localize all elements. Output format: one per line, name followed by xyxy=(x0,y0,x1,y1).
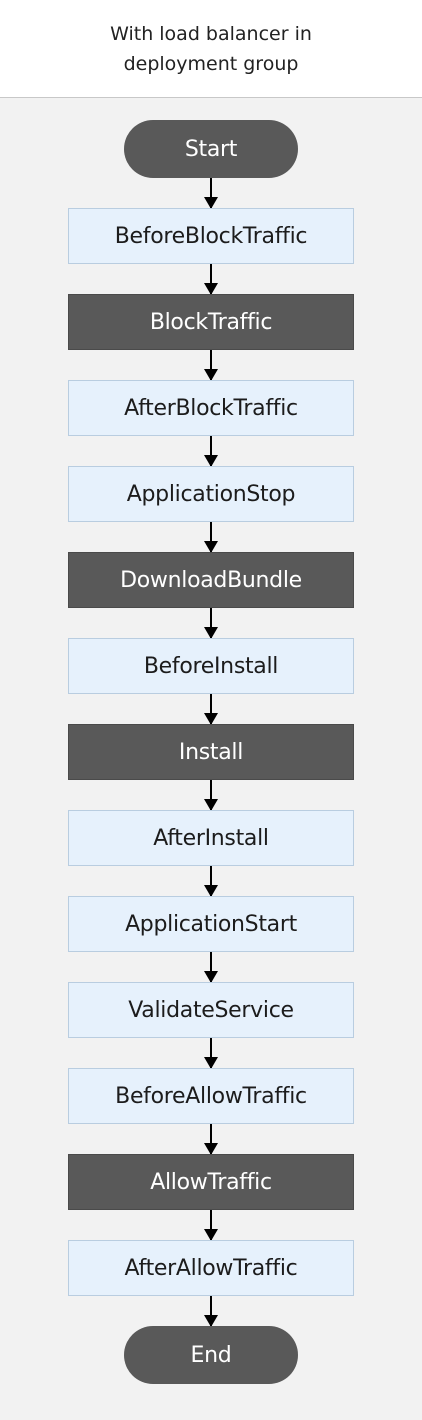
step-application-start: ApplicationStart xyxy=(68,896,354,952)
step-allow-traffic: AllowTraffic xyxy=(68,1154,354,1210)
step-after-allow-traffic: AfterAllowTraffic xyxy=(68,1240,354,1296)
step-application-stop: ApplicationStop xyxy=(68,466,354,522)
step-install: Install xyxy=(68,724,354,780)
flow-arrow xyxy=(204,608,218,639)
flow-arrow xyxy=(204,694,218,725)
flow-arrow xyxy=(204,952,218,983)
step-before-install: BeforeInstall xyxy=(68,638,354,694)
flow-arrow xyxy=(204,178,218,209)
flow-arrow xyxy=(204,1124,218,1155)
end-node: End xyxy=(124,1326,298,1384)
diagram-header: With load balancer in deployment group xyxy=(0,0,422,98)
flow-arrow xyxy=(204,264,218,295)
step-validate-service: ValidateService xyxy=(68,982,354,1038)
flow-arrow xyxy=(204,780,218,811)
flow-arrow xyxy=(204,1296,218,1327)
flow-arrow xyxy=(204,866,218,897)
start-node: Start xyxy=(124,120,298,178)
step-block-traffic: BlockTraffic xyxy=(68,294,354,350)
flow-arrow xyxy=(204,1210,218,1241)
step-download-bundle: DownloadBundle xyxy=(68,552,354,608)
header-line-1: With load balancer in xyxy=(110,22,312,45)
step-after-block-traffic: AfterBlockTraffic xyxy=(68,380,354,436)
header-line-2: deployment group xyxy=(123,52,299,75)
flow-arrow xyxy=(204,436,218,467)
step-after-install: AfterInstall xyxy=(68,810,354,866)
flow-arrow xyxy=(204,522,218,553)
flow-panel: Start BeforeBlockTraffic BlockTraffic Af… xyxy=(0,98,422,1420)
flow-arrow xyxy=(204,1038,218,1069)
step-before-block-traffic: BeforeBlockTraffic xyxy=(68,208,354,264)
step-before-allow-traffic: BeforeAllowTraffic xyxy=(68,1068,354,1124)
flow-arrow xyxy=(204,350,218,381)
